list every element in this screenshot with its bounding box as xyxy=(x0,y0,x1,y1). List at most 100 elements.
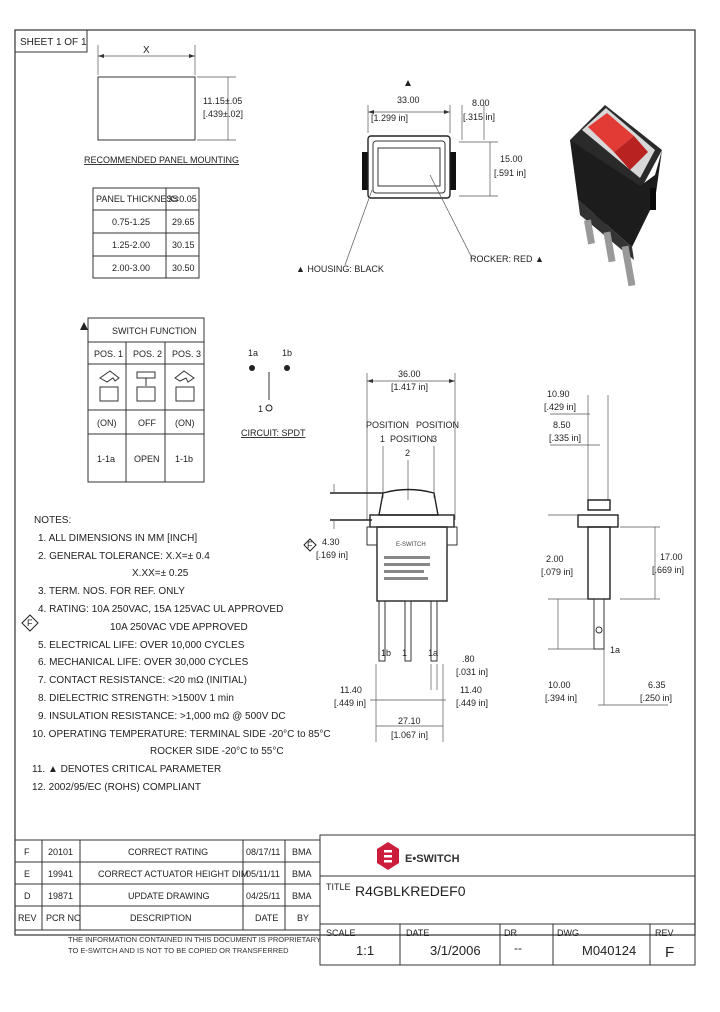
panel-mounting-view: X 11.15±.05 [.439±.02] RECOMMENDED PANEL… xyxy=(84,45,243,165)
dwg-value: M040124 xyxy=(582,943,636,958)
term-label: 1 xyxy=(402,648,407,658)
by-cell: BMA xyxy=(292,847,312,857)
panel-table-cell: 0.75-1.25 xyxy=(112,217,150,227)
switch-3d-illustration xyxy=(570,105,662,287)
by-cell: BMA xyxy=(292,891,312,901)
company-name: E•SWITCH xyxy=(405,853,460,865)
by-header: BY xyxy=(297,913,309,923)
term-width-dim: .80 xyxy=(462,654,475,664)
state-cell: (ON) xyxy=(97,418,117,428)
note-item: 12. 2002/95/EC (ROHS) COMPLIANT xyxy=(32,781,201,793)
e-switch-logo-icon xyxy=(377,842,399,870)
panel-thickness-table: PANEL THICKNESS X=0.05 0.75-1.25 29.65 1… xyxy=(92,187,200,279)
position-num: 2 xyxy=(405,448,410,458)
connection-cell: 1-1b xyxy=(175,454,193,464)
left-dim-in: [.449 in] xyxy=(334,698,366,708)
side-term-label: 1a xyxy=(610,645,620,655)
date-cell: 08/17/11 xyxy=(246,847,280,857)
housing-label: ▲ HOUSING: BLACK xyxy=(296,264,384,274)
side-d1-in: [.429 in] xyxy=(544,402,576,412)
notes-section: NOTES: 1. ALL DIMENSIONS IN MM [INCH] 2.… xyxy=(28,512,331,797)
left-dim: 11.40 xyxy=(340,685,362,695)
actuator-dim-in: [.169 in] xyxy=(316,550,348,560)
front-view: 36.00 [1.417 in] POSITION 1 POSITION 2 P… xyxy=(303,369,488,742)
position-header: POS. 3 xyxy=(172,349,201,359)
title-label: TITLE xyxy=(326,882,351,892)
rocker-red-part xyxy=(588,113,634,152)
housing-outline xyxy=(367,135,451,199)
panel-table-cell: 1.25-2.00 xyxy=(112,240,150,250)
top-depth-dim-in: [.315 in] xyxy=(463,112,495,122)
front-width-dim: 36.00 xyxy=(398,369,421,379)
position-num: 3 xyxy=(432,434,437,444)
top-height-dim: 15.00 xyxy=(500,154,523,164)
note-item: 4. RATING: 10A 250VAC, 15A 125VAC UL APP… xyxy=(38,603,284,615)
side-d3: 2.00 xyxy=(546,554,564,564)
proprietary-line-1: THE INFORMATION CONTAINED IN THIS DOCUME… xyxy=(68,935,321,944)
term-width-dim-in: [.031 in] xyxy=(456,667,488,677)
scale-value: 1:1 xyxy=(356,943,374,958)
panel-table-cell: 29.65 xyxy=(172,217,195,227)
side-d4-in: [.669 in] xyxy=(652,565,684,575)
terminal-1b-label: 1b xyxy=(282,348,292,358)
date-header: DATE xyxy=(255,913,278,923)
panel-table-cell: 2.00-3.00 xyxy=(112,263,150,273)
note-item: 1. ALL DIMENSIONS IN MM [INCH] xyxy=(38,532,198,544)
rev-label: REV xyxy=(655,928,674,938)
proprietary-line-2: TO E-SWITCH AND IS NOT TO BE COPIED OR T… xyxy=(68,946,289,955)
rocker-label: ROCKER: RED ▲ xyxy=(470,254,544,264)
position-label: POSITION xyxy=(366,420,409,430)
circuit-caption: CIRCUIT: SPDT xyxy=(241,428,306,438)
flag-marker: F xyxy=(307,540,313,550)
side-d5-in: [.394 in] xyxy=(545,693,577,703)
side-d6: 6.35 xyxy=(648,680,666,690)
pcr-cell: 20101 xyxy=(48,847,73,857)
note-item: 9. INSULATION RESISTANCE: >1,000 mΩ @ 50… xyxy=(38,710,286,722)
terminal-1-label: 1 xyxy=(258,404,263,414)
state-cell: (ON) xyxy=(175,418,195,428)
position-label: POSITION xyxy=(390,434,433,444)
side-view: 10.90 [.429 in] 8.50 [.335 in] 17.00 [.6… xyxy=(541,389,684,706)
note-item: 2. GENERAL TOLERANCE: X.X=± 0.4 xyxy=(38,550,210,562)
side-d2: 8.50 xyxy=(553,420,571,430)
rev-header: REV xyxy=(18,913,37,923)
dr-value: -- xyxy=(514,941,522,955)
note-item: 10. OPERATING TEMPERATURE: TERMINAL SIDE… xyxy=(32,728,331,740)
side-d3-in: [.079 in] xyxy=(541,567,573,577)
rocker-pos2-icon xyxy=(136,371,156,402)
terminal-1a-label: 1a xyxy=(248,348,258,358)
rocker-pos3-icon xyxy=(174,370,195,402)
sheet-label: SHEET 1 OF 1 xyxy=(20,37,87,48)
notes-flag-marker xyxy=(21,614,39,632)
position-label: POSITION xyxy=(416,420,459,430)
note-item: 11. ▲ DENOTES CRITICAL PARAMETER xyxy=(32,764,222,776)
side-d6-in: [.250 in] xyxy=(640,693,672,703)
note-item: 3. TERM. NOS. FOR REF. ONLY xyxy=(38,586,185,598)
note-item: X.XX=± 0.25 xyxy=(132,568,189,580)
panel-x-label: X xyxy=(143,45,150,56)
position-num: 1 xyxy=(380,434,385,444)
drawing-title: R4GBLKREDEF0 xyxy=(355,883,466,899)
revision-table: F 20101 CORRECT RATING 08/17/11 BMA E 19… xyxy=(14,839,321,931)
top-view: 33.00 [1.299 in] 8.00 [.315 in] 15.00 [.… xyxy=(296,80,544,274)
desc-cell: CORRECT RATING xyxy=(128,847,208,857)
rocker-pos1-icon xyxy=(99,370,120,402)
date-value: 3/1/2006 xyxy=(430,943,481,958)
date-cell: 05/11/11 xyxy=(246,869,280,879)
panel-height-dim: 11.15±.05 xyxy=(203,96,242,106)
position-header: POS. 2 xyxy=(133,349,162,359)
date-label: DATE xyxy=(406,928,429,938)
rev-cell: D xyxy=(24,891,31,901)
date-cell: 04/25/11 xyxy=(246,891,280,901)
scale-label: SCALE xyxy=(326,928,356,938)
note-item: 10A 250VAC VDE APPROVED xyxy=(110,621,248,633)
panel-cutout xyxy=(97,76,196,141)
position-header: POS. 1 xyxy=(94,349,123,359)
term-label: 1a xyxy=(428,648,438,658)
right-dim: 11.40 xyxy=(460,685,482,695)
side-d5: 10.00 xyxy=(548,680,571,690)
dwg-label: DWG xyxy=(557,928,579,938)
note-item: ROCKER SIDE -20°C to 55°C xyxy=(150,746,284,758)
rev-cell: F xyxy=(24,847,30,857)
